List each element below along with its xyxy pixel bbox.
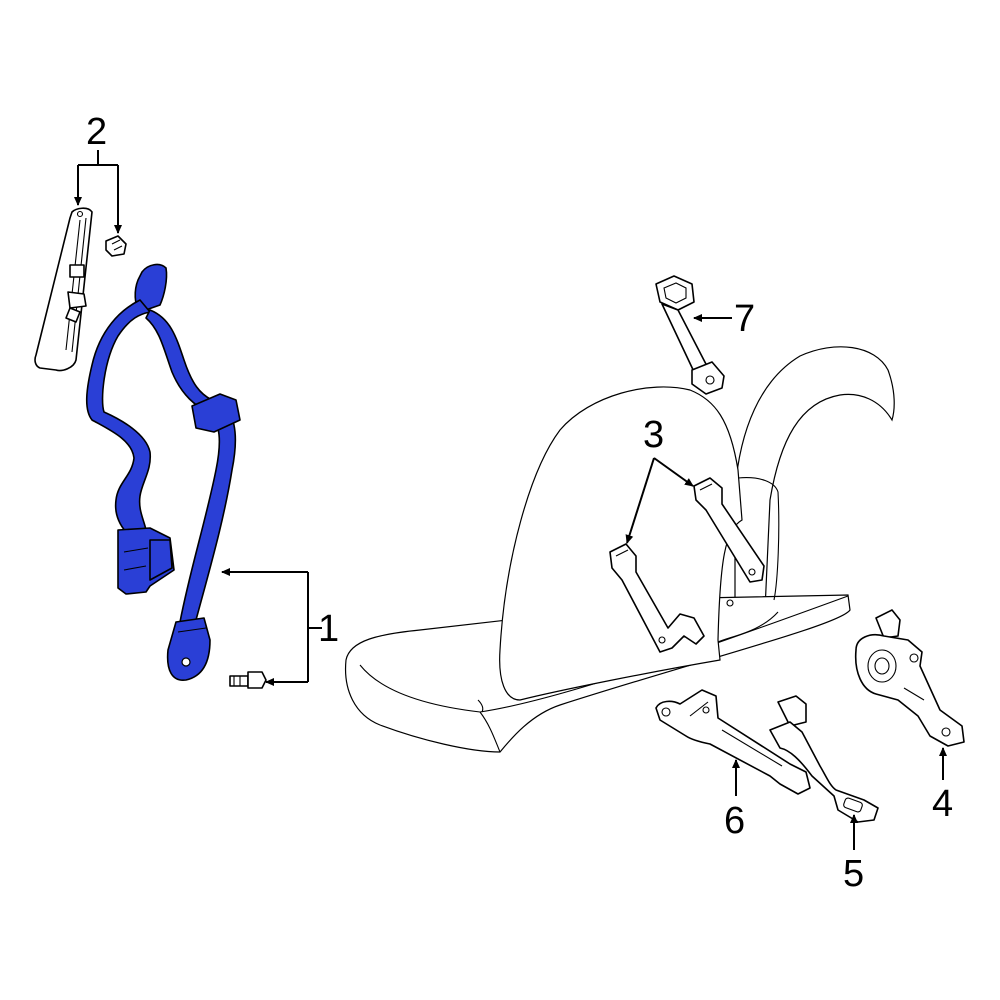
part-4-housing[interactable] bbox=[854, 609, 965, 747]
part-7-buckle[interactable] bbox=[655, 275, 725, 395]
part-1-seat-belt[interactable] bbox=[85, 263, 241, 681]
part-3-bracket-lower[interactable] bbox=[609, 543, 705, 653]
part-3-bracket-upper[interactable] bbox=[693, 477, 765, 583]
callout-4: 4 bbox=[932, 783, 953, 825]
callout-2: 2 bbox=[86, 111, 107, 153]
belt-upper-guide bbox=[134, 263, 168, 313]
belt-end-anchor bbox=[166, 617, 211, 681]
part-6-bracket[interactable] bbox=[655, 689, 811, 795]
part-1-bolt[interactable] bbox=[229, 671, 267, 689]
belt-rear-strap bbox=[85, 299, 152, 533]
callout-5: 5 bbox=[843, 853, 864, 895]
leader-lines bbox=[74, 150, 947, 850]
callout-7: 7 bbox=[734, 298, 755, 340]
belt-slider bbox=[191, 393, 241, 433]
part-2-bolt[interactable] bbox=[105, 235, 127, 257]
callouts: 2 1 7 3 6 5 4 bbox=[86, 111, 953, 895]
callout-3: 3 bbox=[643, 414, 664, 456]
part-5-stalk[interactable] bbox=[769, 695, 879, 823]
callout-1: 1 bbox=[318, 608, 339, 650]
callout-6: 6 bbox=[724, 800, 745, 842]
part-2-guide[interactable] bbox=[34, 207, 93, 372]
